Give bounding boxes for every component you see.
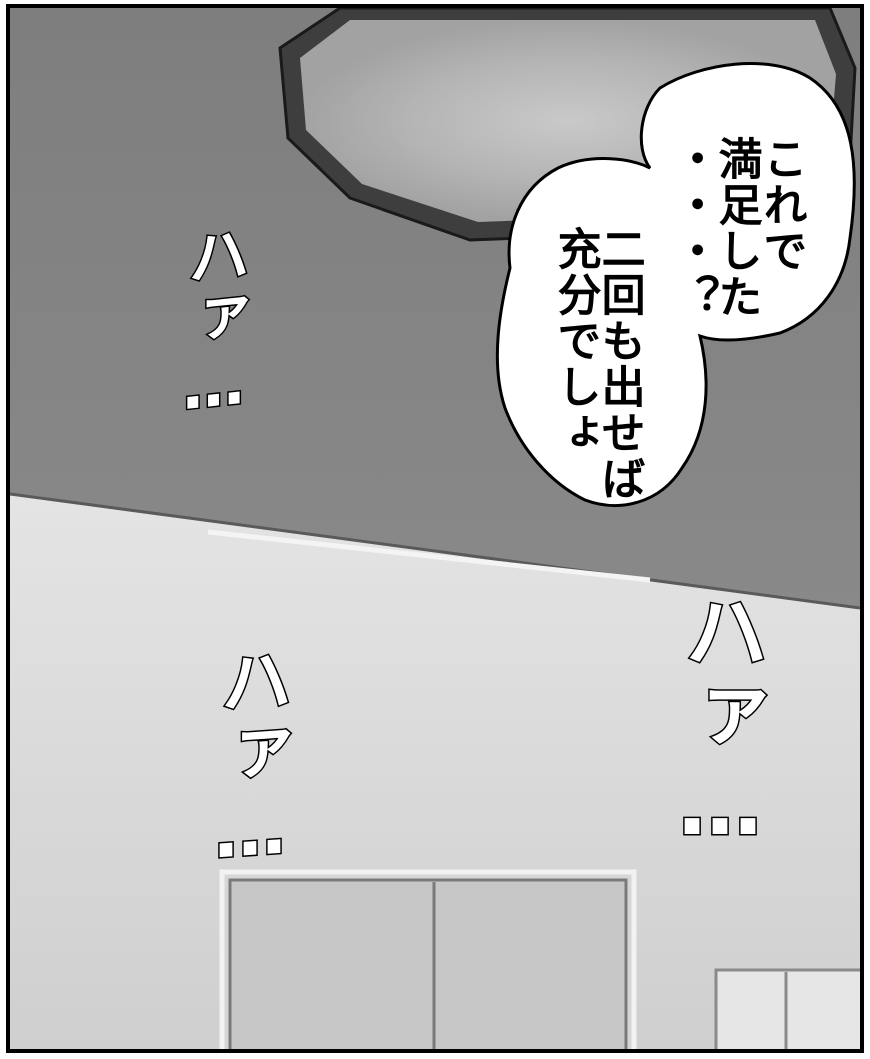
sfx-breath-left-bottom: ハァ… — [207, 640, 294, 877]
sfx-breath-left-top: ハァ… — [176, 219, 252, 427]
bubble-line-2: 満足した — [710, 136, 762, 320]
speech-bubble — [495, 62, 856, 507]
comic-panel: これで 満足した ・・・？ 二回も出せば 充分でしょ ハァ… ハァ… ハァ… — [6, 4, 864, 1053]
bubble-line-4: 二回も出せば — [593, 226, 645, 502]
bubble-line-1: これで — [755, 136, 807, 274]
door — [219, 869, 637, 1049]
bubble-line-3: ・・・？ — [667, 136, 719, 320]
cabinet — [714, 968, 860, 1049]
bubble-line-5: 充分でしょ — [549, 226, 601, 456]
sfx-breath-right: ハァ… — [670, 587, 771, 856]
